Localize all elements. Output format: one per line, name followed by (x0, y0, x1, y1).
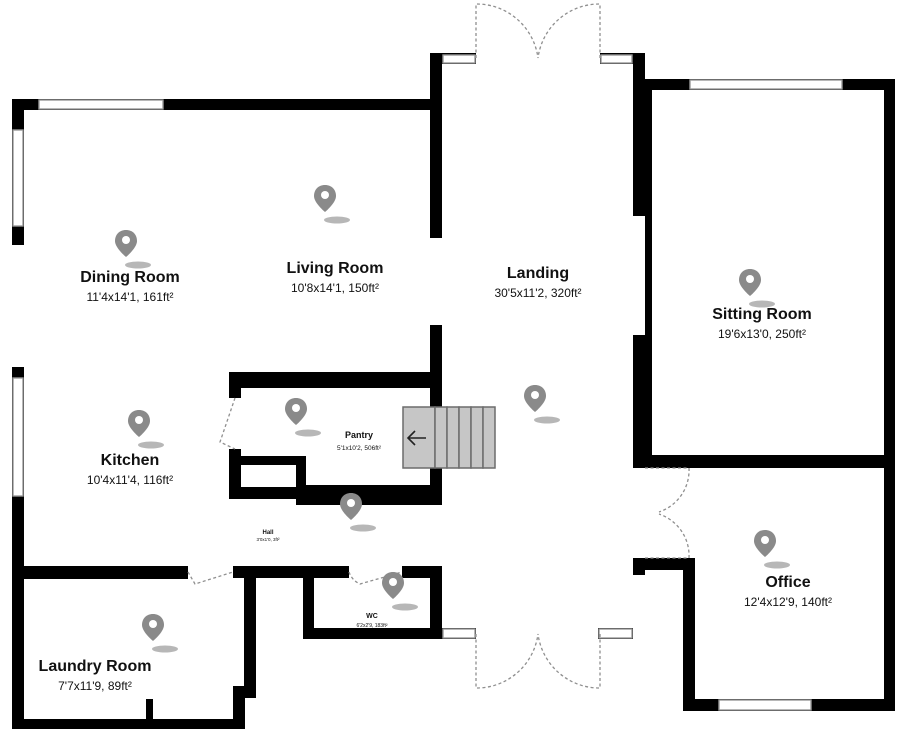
door-front-right (537, 3, 601, 59)
room-dims-sitting: 19'6x13'0, 250ft² (718, 327, 806, 341)
room-dims-living: 10'8x14'1, 150ft² (291, 281, 379, 295)
map-pin-icon[interactable] (739, 269, 775, 308)
window-sitting-top (689, 79, 843, 90)
wall-pantry-top (229, 372, 442, 388)
wall-pantry-cupboard-top (229, 456, 306, 465)
wall-laundry-top-left (12, 566, 188, 579)
doors (187, 3, 690, 689)
wall-wc-left (303, 566, 314, 639)
wall-laundry-bottom (12, 719, 245, 729)
room-name-laundry: Laundry Room (39, 658, 152, 675)
room-name-landing: Landing (507, 265, 569, 282)
wall-landing-left-upper (430, 53, 442, 238)
wall-pantry-left-stub (229, 372, 241, 398)
stair-step-1 (434, 406, 448, 469)
room-name-wc: WC (366, 613, 378, 620)
wall-landing-right-lower (633, 335, 645, 468)
room-dims-laundry: 7'7x11'9, 89ft² (58, 679, 132, 693)
room-dims-wc: 6'2x2'9, 183ft² (356, 623, 387, 629)
wall-laundry-right-lower (233, 686, 245, 729)
room-name-living: Living Room (287, 260, 384, 277)
arrow-left-icon (406, 430, 426, 446)
map-pin-icon[interactable] (128, 410, 164, 449)
window-dining-left (12, 129, 24, 227)
wall-wc-bottom (303, 628, 442, 639)
map-pin-icon[interactable] (285, 398, 321, 437)
wall-office-jog (633, 558, 693, 570)
wall-laundry-right (244, 566, 256, 686)
staircase (402, 406, 496, 469)
window-landing-top-left (442, 54, 476, 64)
room-name-pantry: Pantry (345, 430, 373, 440)
room-dims-pantry: 5'1x10'2, 506ft² (337, 445, 382, 452)
room-dims-hall: 3'0x1'0, 3ft² (257, 537, 280, 542)
map-pin-icon[interactable] (754, 530, 790, 569)
wall-office-left (683, 558, 695, 711)
wall-top-left (12, 99, 437, 110)
door-front-left (475, 3, 539, 59)
room-dims-dining: 11'4x14'1, 161ft² (86, 290, 173, 304)
door-laundry (187, 571, 234, 585)
stair-step-3 (458, 406, 472, 469)
door-office-lower (645, 513, 690, 559)
door-rear-right (537, 633, 601, 689)
door-rear-left (475, 633, 539, 689)
room-dims-office: 12'4x12'9, 140ft² (744, 595, 832, 609)
wall-wc-right (430, 566, 442, 639)
wall-sitting-right (884, 79, 895, 711)
stair-step-5 (482, 406, 496, 469)
door-office-upper (645, 467, 690, 513)
map-pin-icon[interactable] (115, 230, 151, 269)
wall-landing-right-upper (633, 53, 645, 216)
room-name-hall: Hall (262, 530, 273, 536)
wall-pantry-cupboard-right (296, 456, 306, 499)
room-name-office: Office (765, 574, 810, 591)
window-office-bottom (718, 699, 812, 711)
window-landing-bottom-right (598, 628, 633, 639)
room-dims-kitchen: 10'4x11'4, 116ft² (87, 473, 173, 487)
room-name-dining: Dining Room (80, 269, 180, 286)
window-landing-bottom-left (442, 628, 476, 639)
windows (12, 54, 843, 711)
room-dims-landing: 30'5x11'2, 320ft² (494, 286, 581, 300)
wall-pantry-bottom (296, 485, 442, 505)
map-pin-icon[interactable] (142, 614, 178, 653)
wall-pantry-cupboard-bottom (229, 487, 306, 499)
window-landing-top-right (600, 54, 633, 64)
map-pin-icon[interactable] (524, 385, 560, 424)
wall-sitting-inner-left (645, 90, 652, 455)
wall-wc-top-right (402, 566, 442, 578)
wall-hall-bottom (233, 566, 349, 578)
window-dining-top (38, 99, 164, 110)
door-wc (348, 571, 403, 585)
window-kitchen-left (12, 377, 24, 497)
wall-sitting-bottom (645, 455, 890, 468)
map-pin-icon[interactable] (314, 185, 350, 224)
wall-laundry-inner-stub (146, 699, 153, 721)
room-labels: Dining Room 11'4x14'1, 161ft² Living Roo… (39, 260, 832, 693)
door-pantry (219, 397, 236, 450)
stair-step-2 (446, 406, 460, 469)
room-name-sitting: Sitting Room (712, 306, 812, 323)
room-name-kitchen: Kitchen (101, 452, 160, 469)
stair-step-4 (470, 406, 484, 469)
